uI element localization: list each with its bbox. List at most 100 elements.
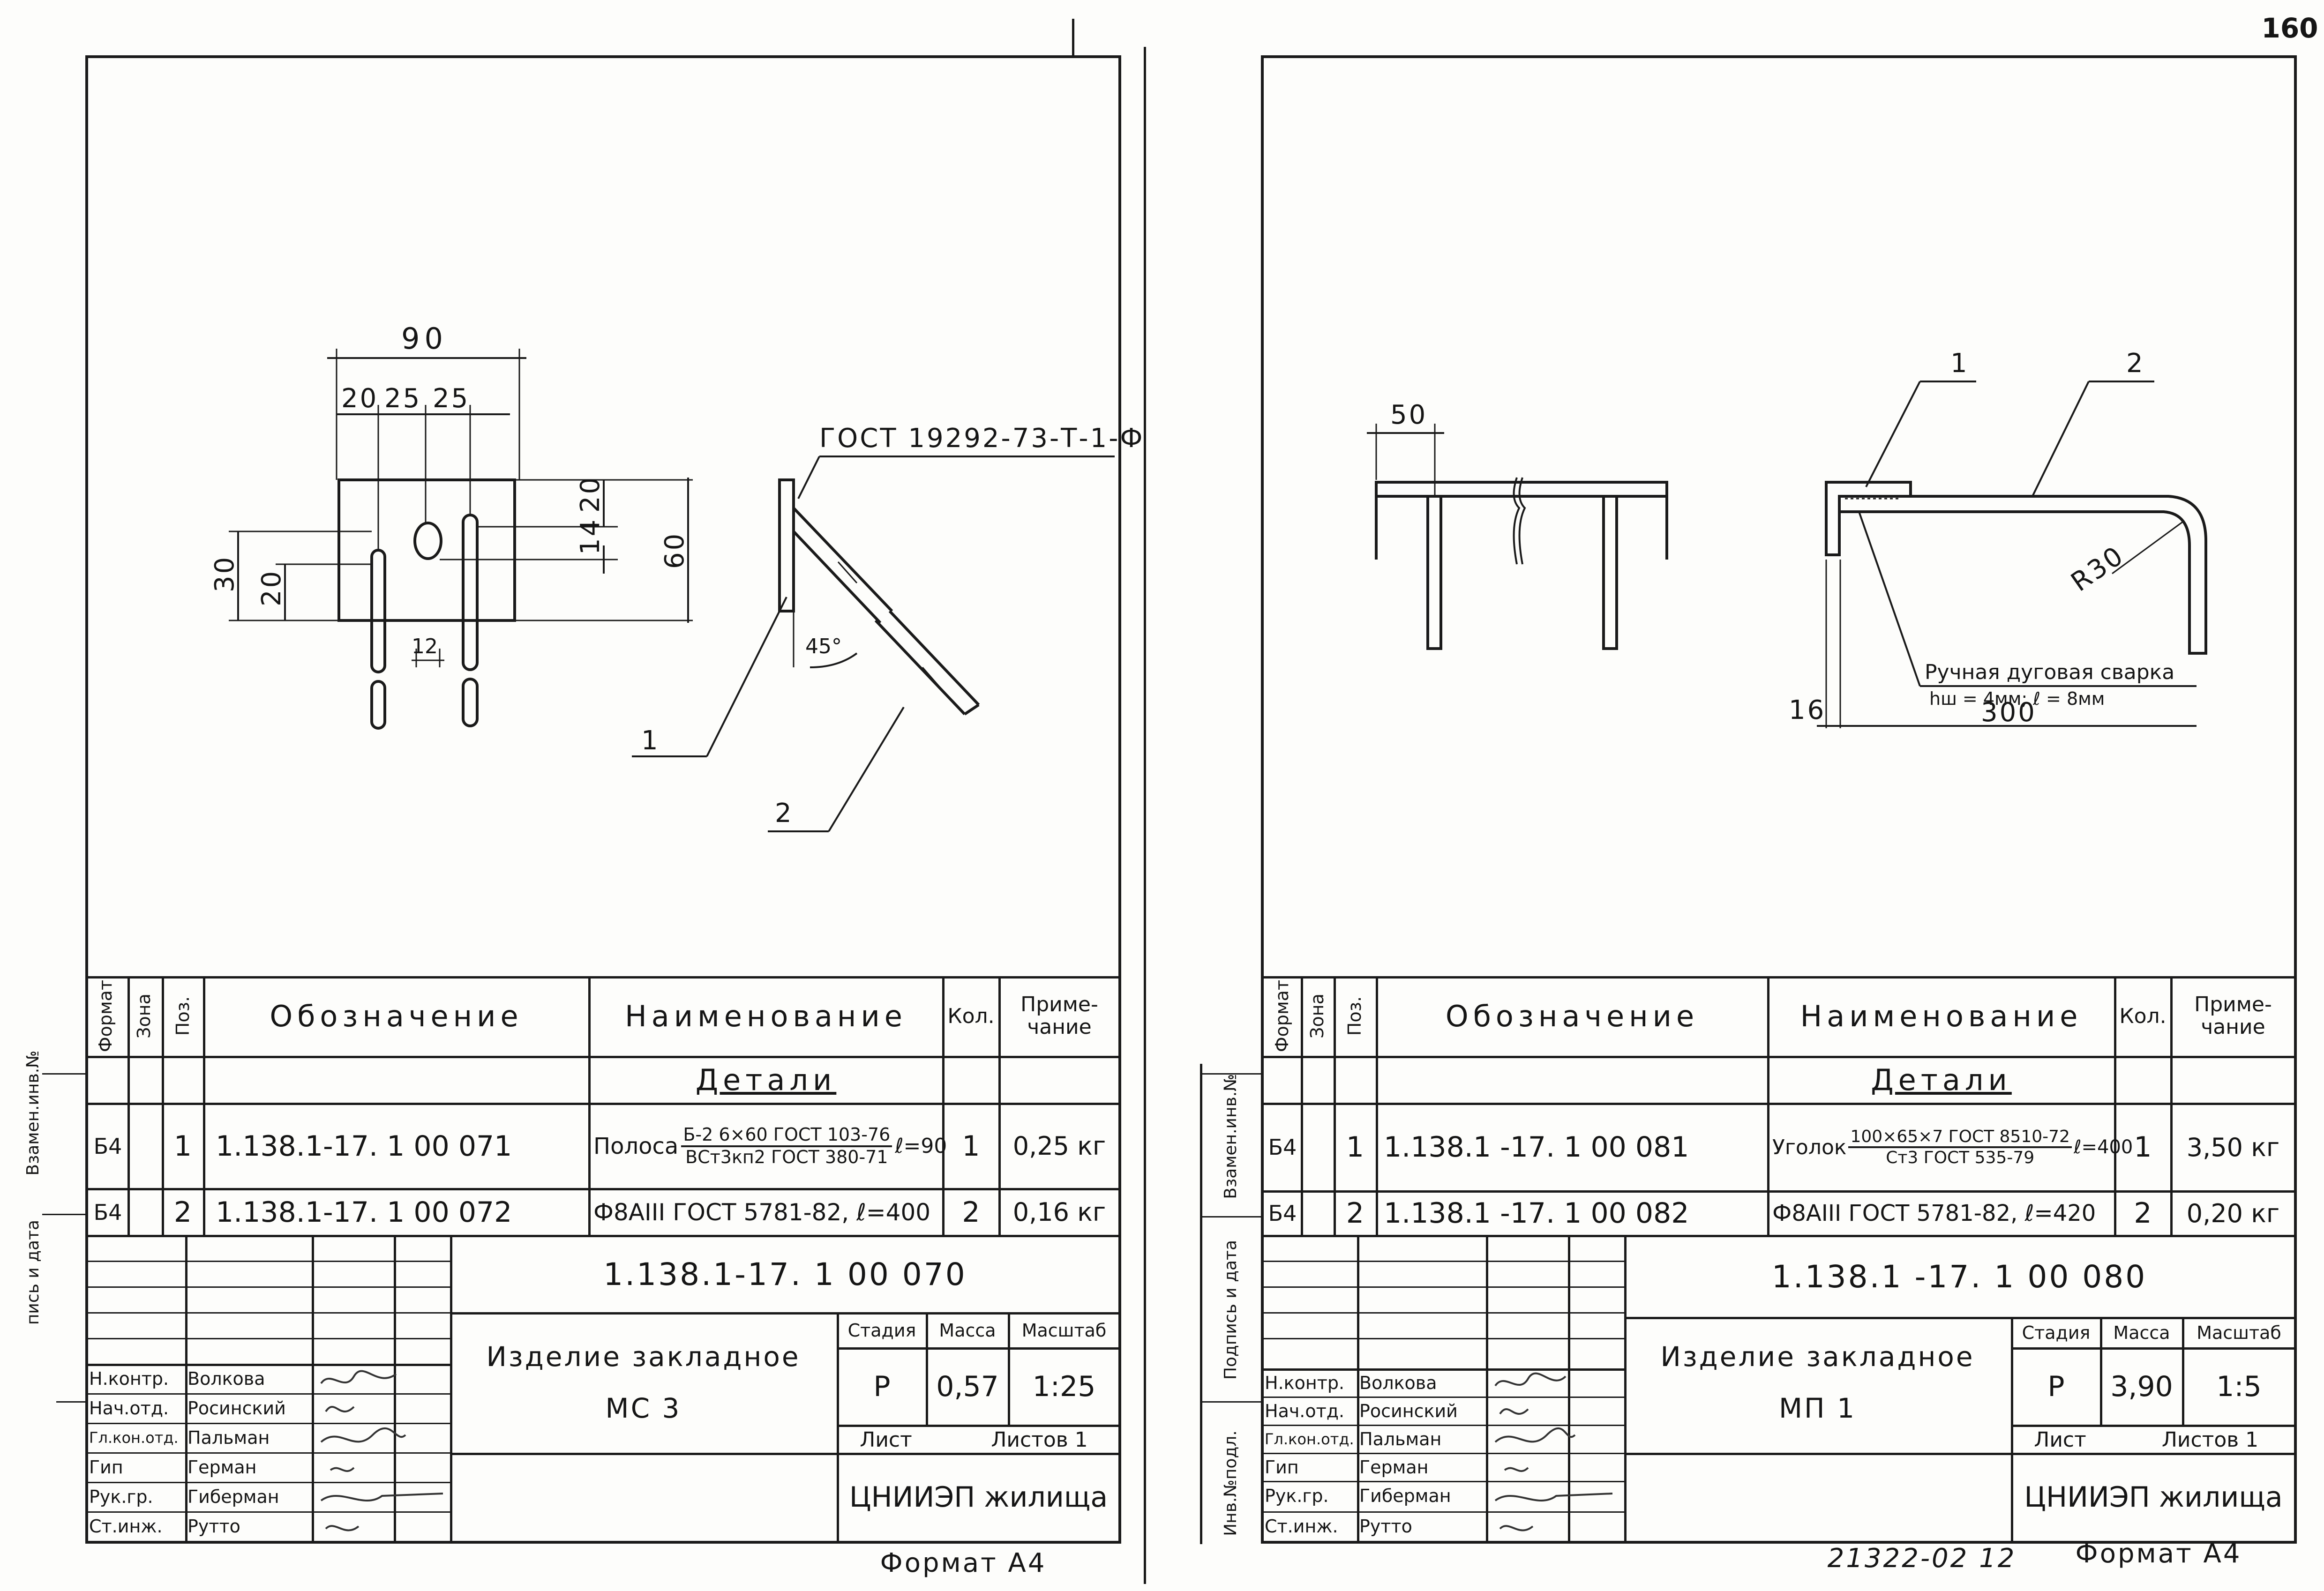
- signer-role-6: Ст.инж.: [89, 1516, 163, 1537]
- doc-number: 1.138.1-17. 1 00 070: [603, 1256, 967, 1292]
- hdr-designation: Обозначение: [270, 999, 523, 1033]
- callout-r1: 1: [1950, 348, 1969, 379]
- hdr-zone: Зона: [134, 993, 154, 1038]
- r-stamp-mass: 3,90: [2110, 1370, 2173, 1403]
- format-label-left: Формат А4: [880, 1547, 1047, 1578]
- row1-name-main: Полоса: [593, 1133, 679, 1159]
- r-row2-designation: 1.138.1 -17. 1 00 082: [1384, 1197, 1689, 1230]
- stamp-sheets-label: Листов 1: [991, 1428, 1088, 1452]
- right-margin-inv-orig: Инв.№подл.: [1221, 1430, 1240, 1536]
- r-signer-role-6: Ст.инж.: [1265, 1516, 1338, 1537]
- dim-25a: 25: [384, 383, 421, 414]
- hdr-pos: Поз.: [172, 996, 193, 1036]
- r-row1-qty: 1: [2134, 1131, 2152, 1164]
- r-title-line2: МП 1: [1779, 1392, 1856, 1424]
- row2-designation: 1.138.1-17. 1 00 072: [216, 1195, 512, 1229]
- r-hdr-pos: Поз.: [1344, 996, 1365, 1036]
- org-name: ЦНИИЭП жилища: [849, 1481, 1108, 1514]
- dim-12: 12: [412, 635, 438, 658]
- r-stamp-stage-label: Стадия: [2022, 1322, 2091, 1343]
- r-hdr-qty: Кол.: [2119, 1004, 2167, 1028]
- r-row2-name: Ф8АIII ГОСТ 5781-82, ℓ=420: [1772, 1200, 2096, 1226]
- weld-spec: ГОСТ 19292-73-Т-1-Ф: [819, 423, 1145, 454]
- row1-name-suffix: ℓ=90: [895, 1134, 947, 1158]
- r-row1-name-bottom: Ст3 ГОСТ 535-79: [1886, 1148, 2035, 1167]
- right-drawing: 50 1 2 R30 Ручная дуговая сварка hш = 4м…: [1367, 348, 2207, 728]
- row2-pos: 2: [173, 1195, 192, 1229]
- stamp-scale: 1:25: [1032, 1370, 1096, 1403]
- dim-60: 60: [660, 532, 690, 569]
- signer-name-2: Росинский: [187, 1398, 286, 1419]
- r-signer-name-3: Пальман: [1359, 1428, 1442, 1449]
- stamp-sheet-label: Лист: [860, 1428, 912, 1452]
- signatures-right: [1494, 1372, 1613, 1531]
- r-row1-name-suffix: ℓ=400: [2073, 1136, 2133, 1158]
- row1-qty: 1: [962, 1129, 980, 1163]
- r-row1-name: Уголок 100×65×7 ГОСТ 8510-72 Ст3 ГОСТ 53…: [1769, 1105, 2133, 1189]
- dim-20c: 20: [256, 569, 287, 606]
- dim-90: 90: [401, 321, 448, 356]
- right-margin-sign: Подпись и дата: [1221, 1240, 1240, 1380]
- callout-1: 1: [641, 725, 660, 756]
- r-row2-qty: 2: [2134, 1197, 2152, 1230]
- stamp-mass: 0,57: [936, 1370, 999, 1403]
- title-line1: Изделие закладное: [486, 1341, 801, 1373]
- archive-number: 21322-02 12: [1827, 1543, 2017, 1574]
- dim-300: 300: [1981, 697, 2037, 728]
- r-stamp-stage: Р: [2047, 1370, 2065, 1403]
- left-margin-sign: пись и дата: [23, 1219, 43, 1325]
- r-row2-note: 0,20 кг: [2186, 1198, 2280, 1228]
- dim-25b: 25: [433, 383, 470, 414]
- row2-qty: 2: [962, 1195, 980, 1229]
- r-signer-name-4: Герман: [1359, 1457, 1429, 1478]
- hdr-name: Наименование: [625, 999, 907, 1033]
- sheet-divider: [1144, 47, 1146, 1584]
- r-row1-pos: 1: [1346, 1131, 1364, 1164]
- stamp-mass-label: Масса: [939, 1320, 996, 1341]
- row1-name: Полоса Б-2 6×60 ГОСТ 103-76 ВСт3кп2 ГОСТ…: [591, 1105, 947, 1187]
- r-org-name: ЦНИИЭП жилища: [2024, 1481, 2283, 1514]
- row1-note: 0,25 кг: [1012, 1131, 1106, 1161]
- signer-name-4: Герман: [187, 1457, 257, 1478]
- title-line2: МС 3: [605, 1392, 682, 1424]
- right-margin-inv: Взамен.инв.№: [1221, 1074, 1240, 1199]
- radius-label: R30: [2066, 540, 2130, 598]
- r-hdr-note: Приме-чание: [2194, 992, 2272, 1039]
- row1-pos: 1: [173, 1129, 192, 1163]
- dim-14: 14: [575, 518, 606, 555]
- r-signer-role-5: Рук.гр.: [1265, 1486, 1329, 1506]
- section-details: Детали: [695, 1062, 837, 1097]
- signer-role-3: Гл.кон.отд.: [89, 1429, 179, 1447]
- dim-20a: 20: [341, 383, 378, 414]
- weld-label: Ручная дуговая сварка: [1925, 660, 2174, 684]
- r-row1-name-main: Уголок: [1772, 1135, 1847, 1159]
- weld-params: hш = 4мм; ℓ = 8мм: [1929, 688, 2105, 709]
- r-hdr-designation: Обозначение: [1445, 999, 1699, 1033]
- signer-name-6: Рутто: [187, 1516, 240, 1537]
- r-stamp-mass-label: Масса: [2113, 1322, 2170, 1343]
- r-row1-format: Б4: [1268, 1135, 1297, 1160]
- r-signer-role-3: Гл.кон.отд.: [1265, 1430, 1354, 1448]
- r-row1-designation: 1.138.1 -17. 1 00 081: [1384, 1131, 1689, 1164]
- row1-designation: 1.138.1-17. 1 00 071: [216, 1129, 512, 1163]
- row1-format: Б4: [93, 1133, 122, 1159]
- r-signer-role-4: Гип: [1265, 1457, 1299, 1478]
- row1-name-top: Б-2 6×60 ГОСТ 103-76: [681, 1124, 892, 1147]
- angle-label: 45°: [805, 635, 842, 658]
- r-row1-name-top: 100×65×7 ГОСТ 8510-72: [1848, 1127, 2072, 1148]
- row2-note: 0,16 кг: [1012, 1197, 1106, 1227]
- dim-20b: 20: [575, 476, 606, 513]
- dim-30: 30: [210, 555, 240, 592]
- r-signer-name-6: Рутто: [1359, 1516, 1412, 1537]
- r-row1-note: 3,50 кг: [2186, 1132, 2280, 1162]
- r-hdr-format: Формат: [1272, 979, 1292, 1053]
- r-stamp-scale-label: Масштаб: [2197, 1322, 2281, 1343]
- signatures-left: [320, 1370, 443, 1531]
- r-signer-name-5: Гиберман: [1359, 1486, 1451, 1506]
- signer-role-2: Нач.отд.: [89, 1398, 169, 1419]
- page-number: 160: [2261, 12, 2318, 44]
- callout-r2: 2: [2126, 348, 2145, 379]
- r-title-line1: Изделие закладное: [1660, 1341, 1975, 1373]
- signer-name-3: Пальман: [187, 1427, 270, 1448]
- hdr-qty: Кол.: [947, 1004, 995, 1028]
